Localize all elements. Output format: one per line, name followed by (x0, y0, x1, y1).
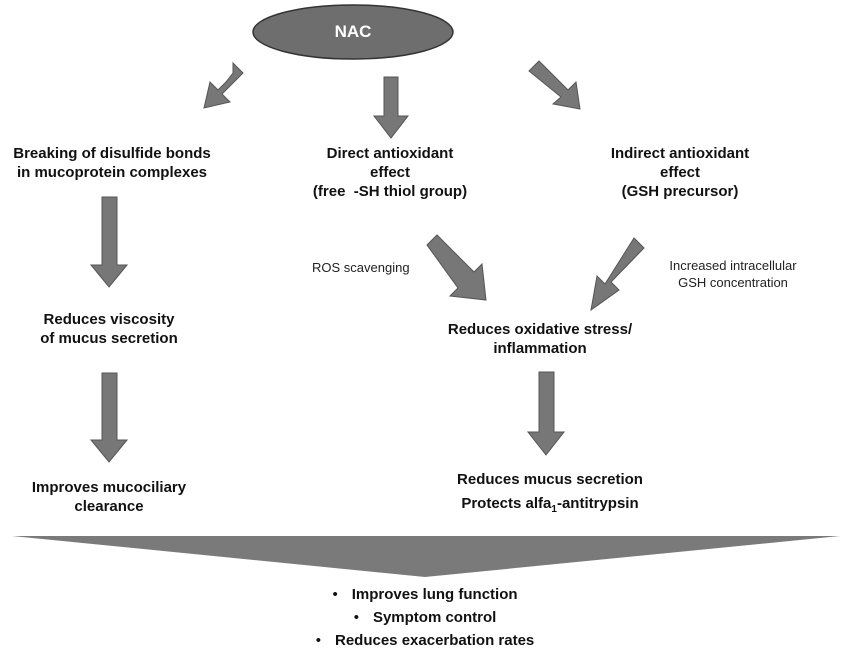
node-disulfide-line1: Breaking of disulfide bonds (13, 145, 211, 162)
bullet-icon: • (353, 609, 359, 626)
protects-subscript: 1 (551, 504, 557, 515)
edge-label-gsh-line2: GSH concentration (678, 275, 788, 290)
arrow-gsh-concentration (590, 237, 645, 312)
arrow-viscosity-to-clearance (89, 372, 129, 463)
node-mucus-secretion: Reduces mucus secretion Protects alfa1-a… (420, 470, 680, 519)
node-disulfide-breaking: Breaking of disulfide bonds in mucoprote… (0, 144, 224, 182)
node-reduces-viscosity: Reduces viscosity of mucus secretion (0, 310, 218, 348)
node-viscosity-line2: of mucus secretion (40, 330, 178, 347)
clinical-outcomes: • Improves lung function • Symptom control… (0, 583, 850, 652)
node-direct-line2: effect (369, 164, 410, 181)
node-indirect-antioxidant: Indirect antioxidant effect (GSH precurs… (580, 144, 780, 201)
node-clearance-line2: clearance (74, 498, 144, 515)
edge-label-ros-scavenging: ROS scavenging (312, 260, 410, 275)
arrow-mucolytic-to-viscosity (89, 196, 129, 288)
arrow-oxidative-to-mucus (526, 371, 566, 456)
node-indirect-line3: (GSH precursor) (621, 183, 739, 200)
outcomes-list: • Improves lung function • Symptom control… (0, 583, 850, 652)
protects-suffix: -antitrypsin (556, 495, 639, 512)
arrow-ros-scavenging (426, 234, 487, 301)
edge-label-gsh-concentration: Increased intracellular GSH concentratio… (648, 257, 818, 291)
outcome-item: • Improves lung function (0, 583, 850, 606)
node-oxidative-line2: inflammation (493, 340, 587, 357)
arrow-nac-to-indirect (528, 60, 581, 110)
node-mucus-secretion-line: Reduces mucus secretion (457, 471, 643, 488)
node-indirect-line2: effect (659, 164, 700, 181)
outcome-item: • Symptom control (0, 606, 850, 629)
node-direct-line3: (free -SH thiol group) (312, 183, 468, 200)
node-protects-antitrypsin: Protects alfa1-antitrypsin (420, 494, 680, 519)
nac-ellipse (252, 4, 454, 60)
node-nac: NAC (334, 22, 372, 41)
outcome-item: • Reduces exacerbation rates (0, 629, 850, 652)
outcome-label: Symptom control (372, 609, 497, 626)
node-direct-line1: Direct antioxidant (326, 145, 454, 162)
node-oxidative-line1: Reduces oxidative stress/ (447, 321, 633, 338)
bullet-icon: • (315, 632, 321, 649)
node-direct-antioxidant: Direct antioxidant effect (free -SH thio… (290, 144, 490, 201)
node-disulfide-line2: in mucoprotein complexes (16, 164, 208, 181)
node-clearance-line1: Improves mucociliary (31, 479, 187, 496)
bullet-icon: • (332, 586, 338, 603)
node-reduces-oxidative-stress: Reduces oxidative stress/ inflammation (410, 320, 670, 358)
node-indirect-line1: Indirect antioxidant (610, 145, 750, 162)
protects-prefix: Protects alfa (461, 495, 552, 512)
edge-label-gsh-line1: Increased intracellular (669, 258, 797, 273)
node-viscosity-line1: Reduces viscosity (43, 311, 175, 328)
outcome-label: Reduces exacerbation rates (335, 632, 535, 649)
outcome-label: Improves lung function (351, 586, 518, 603)
node-improves-clearance: Improves mucociliary clearance (0, 478, 218, 516)
arrow-nac-to-direct (372, 76, 410, 139)
outcomes-banner-arrow (12, 536, 840, 577)
arrow-nac-to-mucolytic (203, 61, 244, 109)
